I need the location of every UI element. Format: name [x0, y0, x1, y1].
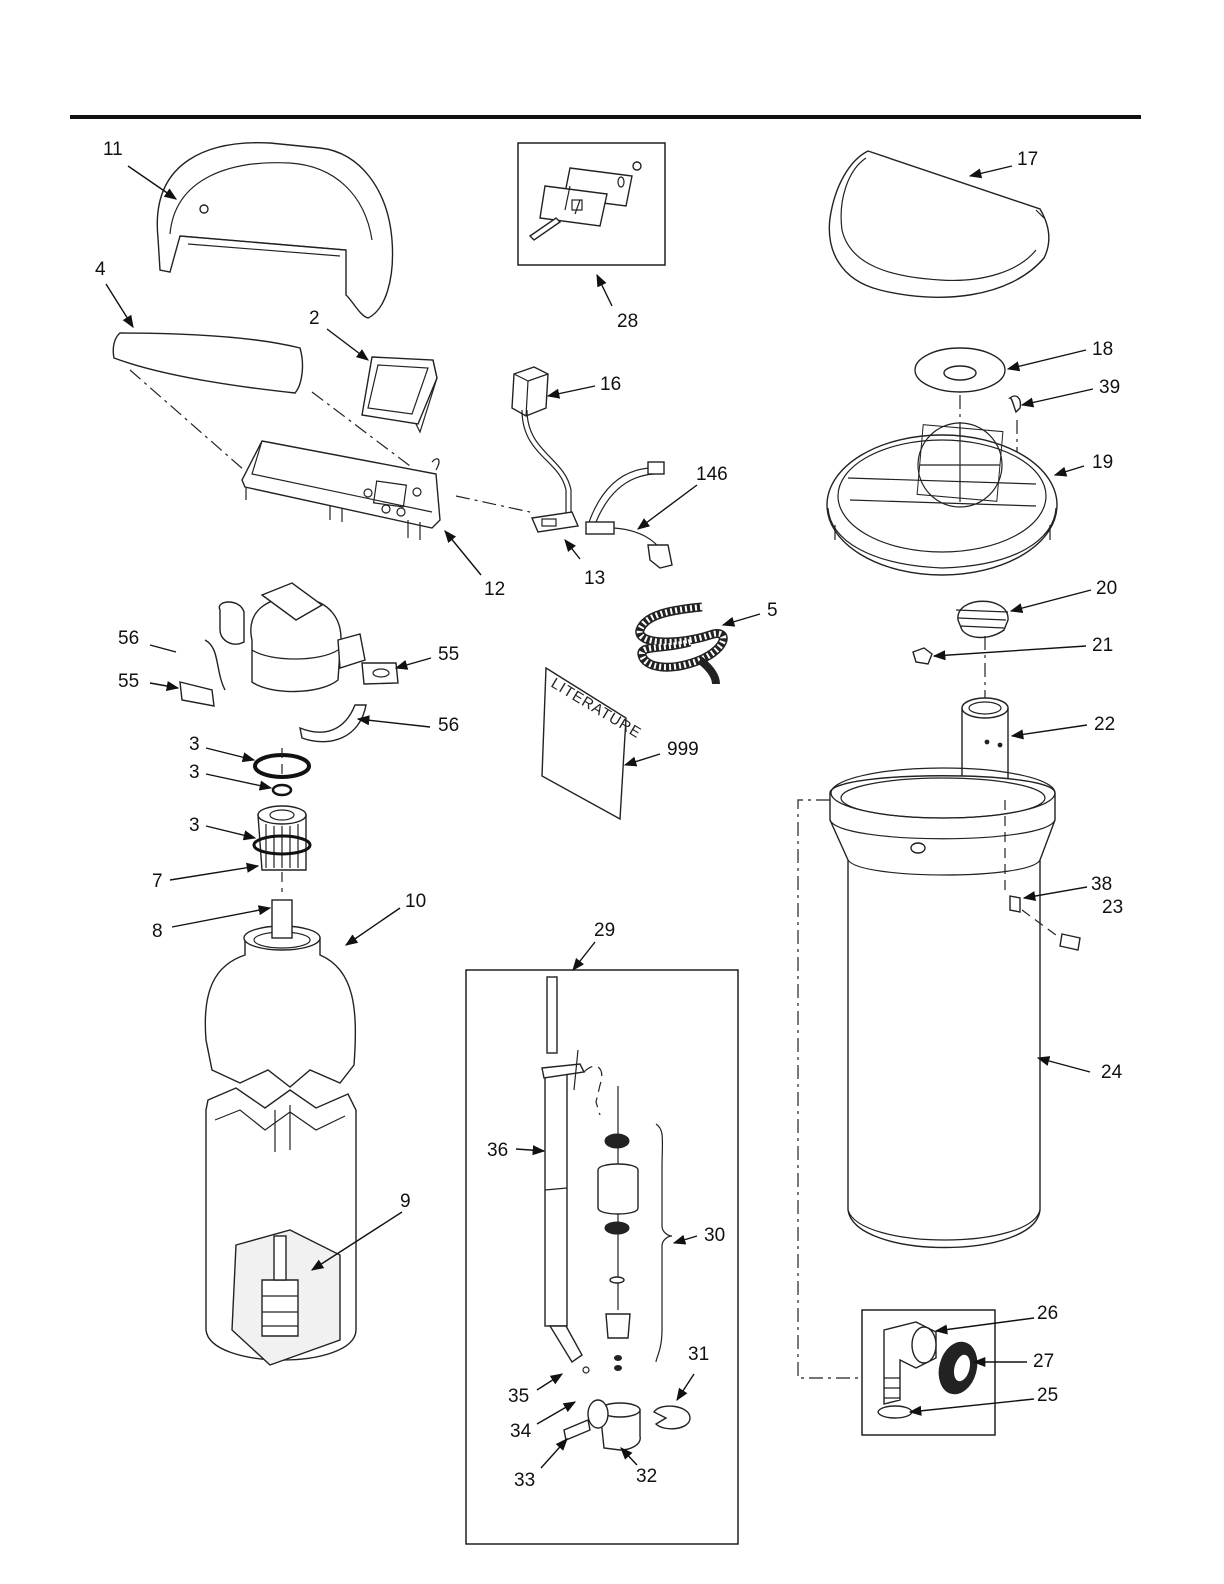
part-valve-body	[205, 583, 365, 692]
label-18: 18	[1092, 339, 1113, 360]
label-8: 8	[152, 921, 163, 942]
guide-line	[130, 370, 244, 470]
part-clip-55-left	[180, 682, 214, 706]
label-146: 146	[696, 464, 728, 485]
part-screw-23	[1060, 934, 1080, 950]
label-23: 23	[1102, 897, 1123, 918]
part-literature-999: LITERATURE	[542, 668, 644, 819]
part-nut-21	[913, 648, 932, 664]
part-cover-11	[157, 143, 392, 318]
label-31: 31	[688, 1344, 709, 1365]
label-25: 25	[1037, 1385, 1058, 1406]
part-panel-4	[113, 333, 302, 393]
label-17: 17	[1017, 149, 1038, 170]
part-brine-valve-assembly	[542, 977, 690, 1450]
part-elbow-26	[884, 1322, 936, 1404]
label-19: 19	[1092, 452, 1113, 473]
label-30: 30	[704, 1225, 725, 1246]
label-20: 20	[1096, 578, 1117, 599]
label-11: 11	[103, 139, 123, 160]
label-32: 32	[636, 1466, 657, 1487]
part-clip-55-right	[362, 663, 398, 684]
label-28: 28	[617, 311, 638, 332]
part-faceplate-12	[242, 441, 440, 540]
label-55-left: 55	[118, 671, 139, 692]
part-lid-17	[829, 151, 1049, 297]
part-harness-146	[586, 462, 672, 568]
label-12: 12	[484, 579, 505, 600]
label-21: 21	[1092, 635, 1113, 656]
part-hose-5	[640, 607, 724, 684]
label-27: 27	[1033, 1351, 1054, 1372]
part-ring-19	[827, 423, 1057, 575]
label-33: 33	[514, 1470, 535, 1491]
part-display-13	[532, 512, 578, 532]
label-7: 7	[152, 871, 163, 892]
part-oring-3-small	[273, 785, 291, 795]
part-resin-tank-10	[205, 900, 356, 1365]
label-5: 5	[767, 600, 778, 621]
part-bracket-28	[530, 162, 641, 240]
label-13: 13	[584, 568, 605, 589]
part-grommet-27	[934, 1338, 982, 1398]
label-10: 10	[405, 891, 426, 912]
label-999: 999	[667, 739, 699, 760]
inset-box-29	[466, 970, 738, 1544]
label-56-top: 56	[118, 628, 139, 649]
part-clamp-25	[878, 1406, 912, 1418]
part-washer-18	[915, 348, 1005, 392]
label-4: 4	[95, 259, 106, 280]
part-transformer-16	[512, 367, 571, 515]
label-26: 26	[1037, 1303, 1058, 1324]
label-55-right: 55	[438, 644, 459, 665]
label-34: 34	[510, 1421, 532, 1442]
label-29: 29	[594, 920, 615, 941]
label-36: 36	[487, 1140, 508, 1161]
label-16: 16	[600, 374, 621, 395]
part-brine-tank-24	[830, 768, 1055, 1248]
guide-line	[456, 496, 530, 512]
part-cap-20	[956, 601, 1008, 637]
label-35: 35	[508, 1386, 529, 1407]
label-24: 24	[1101, 1062, 1123, 1083]
label-3-c: 3	[189, 815, 200, 836]
part-board-2	[362, 357, 437, 432]
label-3-b: 3	[189, 762, 200, 783]
label-56-bottom: 56	[438, 715, 459, 736]
label-22: 22	[1094, 714, 1115, 735]
label-3-a: 3	[189, 734, 200, 755]
label-39: 39	[1099, 377, 1120, 398]
label-38: 38	[1091, 874, 1112, 895]
part-distributor-7	[254, 806, 310, 870]
label-2: 2	[309, 308, 320, 329]
label-9: 9	[400, 1191, 411, 1212]
part-bracket-56	[300, 705, 366, 742]
part-fitting-38	[1010, 896, 1020, 912]
part-clip-39	[1010, 396, 1020, 412]
